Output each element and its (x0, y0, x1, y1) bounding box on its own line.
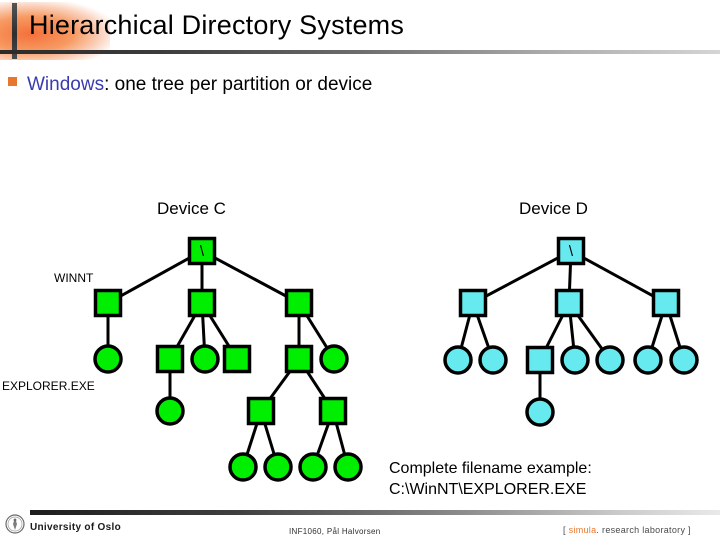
file-node[interactable] (443, 345, 473, 375)
directory-node[interactable] (318, 396, 348, 426)
title-divider (0, 50, 720, 54)
directory-node[interactable] (525, 345, 555, 375)
filename-example-note: Complete filename example: C:\WinNT\EXPL… (389, 458, 592, 500)
file-node[interactable] (298, 452, 328, 482)
directory-node[interactable] (93, 288, 123, 318)
university-seal-icon (5, 514, 25, 534)
page-title: Hierarchical Directory Systems (29, 10, 405, 40)
file-node[interactable] (595, 345, 625, 375)
directory-node[interactable] (284, 288, 314, 318)
directory-node[interactable] (651, 288, 681, 318)
footer-divider (30, 510, 720, 515)
file-node[interactable] (669, 345, 699, 375)
directory-node[interactable] (284, 344, 314, 374)
filename-example-line1: Complete filename example: (389, 460, 592, 477)
filename-example-line2: C:\WinNT\EXPLORER.EXE (389, 481, 587, 498)
file-node[interactable] (190, 344, 220, 374)
bullet-rest: : one tree per partition or device (104, 74, 373, 95)
directory-node[interactable] (458, 288, 488, 318)
caption-device-c: Device C (157, 199, 226, 218)
tree-edge (570, 249, 667, 305)
university-name: University of Oslo (30, 522, 121, 533)
file-node[interactable] (263, 452, 293, 482)
course-credit: INF1060, Pål Halvorsen (289, 527, 381, 536)
bullet-keyword: Windows (27, 74, 105, 95)
file-node[interactable] (333, 452, 363, 482)
square-bullet-icon (8, 77, 17, 86)
caption-device-d: Device D (519, 199, 588, 218)
tree-edge (472, 249, 572, 305)
directory-node[interactable] (222, 344, 252, 374)
file-node[interactable] (478, 345, 508, 375)
directory-node[interactable] (556, 236, 586, 266)
node-label-winnt: WINNT (54, 271, 94, 285)
directory-node[interactable] (554, 288, 584, 318)
bullet-item: Windows: one tree per partition or devic… (8, 74, 372, 96)
file-node[interactable] (228, 452, 258, 482)
directory-node[interactable] (187, 288, 217, 318)
bullet-text: Windows: one tree per partition or devic… (27, 74, 372, 96)
file-node[interactable] (93, 344, 123, 374)
file-node[interactable] (319, 344, 349, 374)
tree-edge (201, 249, 300, 305)
directory-node[interactable] (155, 344, 185, 374)
root-node-glyph: \ (569, 243, 574, 260)
title-accent-bar (12, 3, 17, 59)
file-node[interactable] (560, 345, 590, 375)
simula-logo: [ simula. research laboratory ] (563, 525, 691, 535)
file-node[interactable] (155, 396, 185, 426)
file-node[interactable] (525, 397, 555, 427)
directory-node[interactable] (187, 236, 217, 266)
node-label-explorer: EXPLORER.EXE (2, 379, 95, 393)
simula-brand: simula (568, 525, 597, 535)
directory-node[interactable] (246, 396, 276, 426)
root-node-glyph: \ (200, 243, 205, 260)
file-node[interactable] (633, 345, 663, 375)
tree-edge (107, 249, 203, 305)
simula-bracket-open: [ (563, 525, 569, 535)
simula-suffix: . research laboratory ] (596, 525, 691, 535)
